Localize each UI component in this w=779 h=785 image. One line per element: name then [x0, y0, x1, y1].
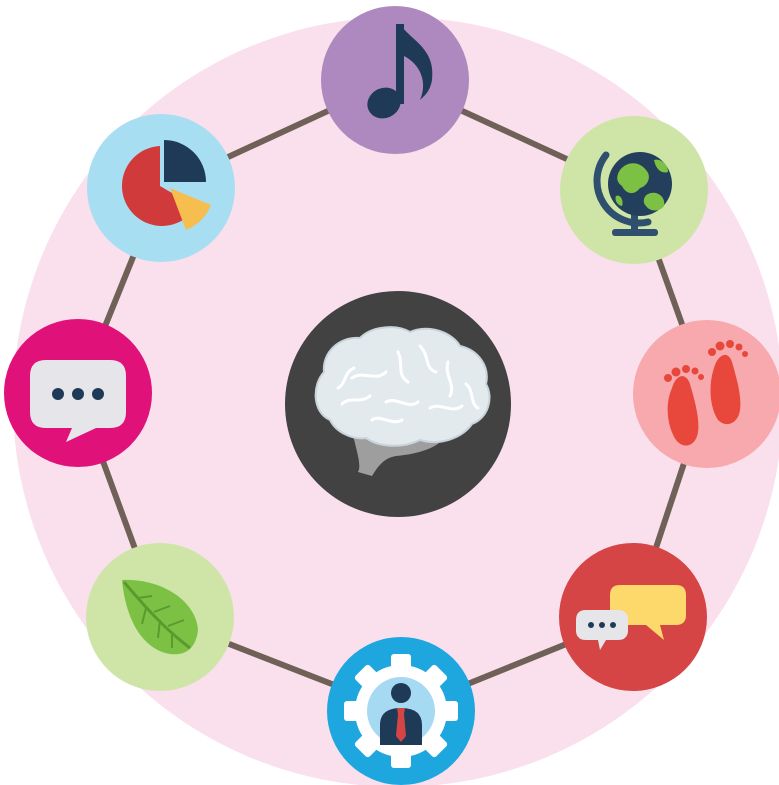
center-node — [285, 291, 511, 517]
speech-bubble-icon — [30, 360, 126, 442]
node-settings-person — [327, 637, 475, 785]
footprints-icon — [664, 340, 748, 446]
node-feet — [633, 320, 779, 468]
node-leaf — [86, 543, 234, 691]
pie-chart-icon — [121, 140, 211, 230]
node-circle — [633, 320, 779, 468]
node-music — [321, 6, 469, 154]
node-circle — [321, 6, 469, 154]
gear-person-icon — [344, 654, 458, 768]
node-globe — [560, 116, 708, 264]
leaf-icon — [122, 579, 198, 655]
brain-icon — [314, 326, 491, 476]
node-chat-pair — [559, 543, 707, 691]
music-note-icon — [367, 24, 433, 119]
node-pie-chart — [87, 114, 235, 262]
node-speech — [4, 319, 152, 467]
chat-bubbles-icon — [576, 585, 686, 650]
globe-icon — [593, 151, 672, 236]
